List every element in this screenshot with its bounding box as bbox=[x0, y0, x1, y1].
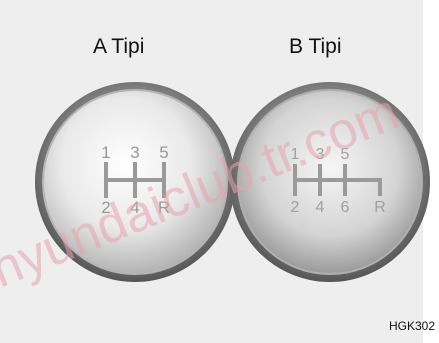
knob-a-gear-2: 2 bbox=[101, 198, 110, 217]
knob-b-gear-2: 2 bbox=[291, 199, 300, 216]
knob-a-gear-4: 4 bbox=[130, 198, 139, 217]
figure-code: HGK302 bbox=[388, 319, 435, 333]
knob-b-gear-r: R bbox=[374, 199, 386, 216]
knob-b-shift-pattern bbox=[293, 164, 382, 196]
knob-a-gear-r: R bbox=[158, 198, 170, 217]
knob-a-gear-1: 1 bbox=[101, 143, 110, 162]
type-a-label: A Tipi bbox=[93, 35, 145, 58]
knob-a-gear-3: 3 bbox=[130, 143, 139, 162]
knob-a: 1 3 5 2 4 R bbox=[35, 82, 235, 282]
knob-b-gear-5: 5 bbox=[341, 146, 350, 163]
knob-a-gear-5: 5 bbox=[159, 143, 168, 162]
knob-a-shift-pattern bbox=[104, 162, 166, 198]
knob-b-gear-6: 6 bbox=[341, 199, 350, 216]
knob-b-gear-1: 1 bbox=[291, 146, 300, 163]
knob-b: 1 3 5 2 4 6 R bbox=[230, 82, 430, 282]
knob-b-gear-3: 3 bbox=[316, 146, 325, 163]
knob-b-gear-4: 4 bbox=[316, 199, 325, 216]
type-b-label: B Tipi bbox=[289, 35, 342, 58]
